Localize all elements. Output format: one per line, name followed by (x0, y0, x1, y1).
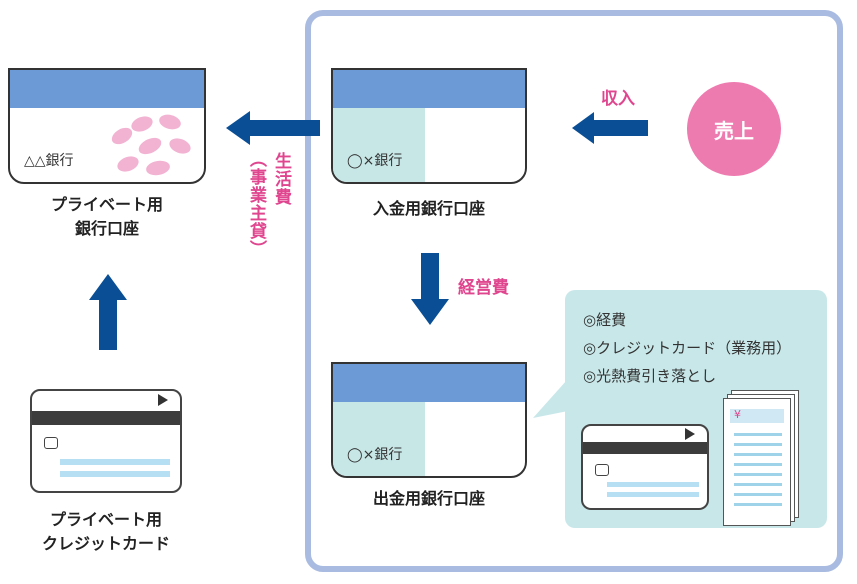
card-name-line (60, 471, 170, 477)
private-bank-name: △△銀行 (24, 153, 74, 169)
owner-loan-label: （事業主貸） (246, 150, 266, 258)
card-triangle-icon (158, 394, 168, 406)
bank-card-panel (333, 108, 426, 182)
card-chip-icon (595, 464, 609, 476)
expense-item-2: ◎クレジットカード（業務用） (583, 339, 792, 357)
sales-circle: 売上 (687, 82, 781, 176)
business-accounts-frame (305, 10, 843, 572)
operating-cost-label: 経営費 (458, 278, 509, 298)
invoice-line (734, 483, 782, 486)
private-bank-caption: プライベート用 銀行口座 (8, 193, 206, 241)
card-number-line (607, 482, 699, 487)
expense-bubble: ◎経費 ◎クレジットカード（業務用） ◎光熱費引き落とし ¥ (565, 290, 827, 528)
income-label: 収入 (601, 89, 635, 109)
living-cost-label: 生活費 (271, 152, 291, 206)
bubble-tail (533, 380, 573, 418)
invoice-header-band (730, 409, 784, 423)
invoice-line (734, 453, 782, 456)
private-card-caption-line1: プライベート用 (49, 510, 162, 529)
expense-item-1: ◎経費 (583, 311, 627, 329)
private-card-caption-line2: クレジットカード (41, 534, 170, 553)
card-triangle-icon (685, 428, 695, 440)
invoice-line (734, 493, 782, 496)
private-credit-card (30, 389, 182, 493)
living-cost-arrow-icon (226, 111, 320, 145)
deposit-bank-account-card: ◯×銀行 (331, 68, 527, 184)
private-bank-caption-line2: 銀行口座 (74, 219, 139, 238)
card-chip-icon (44, 437, 58, 449)
withdrawal-bank-name: ◯×銀行 (347, 447, 403, 463)
invoice-line (734, 443, 782, 446)
income-arrow-icon (572, 112, 648, 144)
sakura-petals-icon (111, 114, 191, 176)
card-number-line (60, 459, 170, 465)
private-bank-caption-line1: プライベート用 (50, 195, 163, 214)
invoice-line (734, 473, 782, 476)
invoice-line (734, 463, 782, 466)
invoice-line (734, 433, 782, 436)
card-magnetic-stripe (32, 411, 180, 425)
yen-symbol: ¥ (734, 408, 741, 421)
bank-card-header (10, 70, 204, 108)
card-to-bank-arrow-icon (89, 274, 127, 350)
invoice-line (734, 503, 782, 506)
operating-cost-arrow-icon (411, 253, 449, 325)
invoice-document: ¥ (723, 398, 791, 526)
card-name-line (607, 492, 699, 497)
bank-card-header (333, 364, 525, 402)
bank-card-panel (333, 402, 426, 476)
expense-item-3: ◎光熱費引き落とし (583, 367, 717, 385)
private-bank-account-card: △△銀行 (8, 68, 206, 184)
card-magnetic-stripe (583, 442, 707, 454)
withdrawal-bank-caption: 出金用銀行口座 (372, 489, 485, 508)
private-card-caption: プライベート用 クレジットカード (8, 508, 204, 556)
bank-card-header (333, 70, 525, 108)
business-credit-card (581, 424, 709, 510)
deposit-bank-name: ◯×銀行 (347, 153, 403, 169)
deposit-bank-caption: 入金用銀行口座 (372, 199, 485, 218)
withdrawal-bank-account-card: ◯×銀行 (331, 362, 527, 478)
